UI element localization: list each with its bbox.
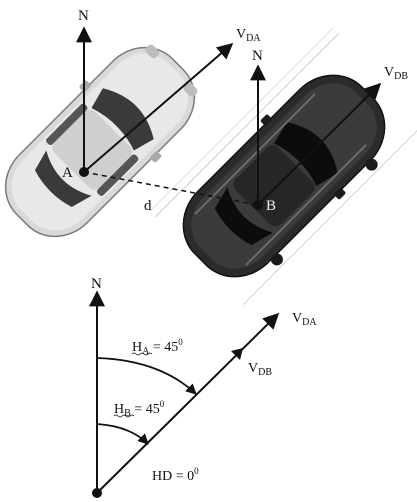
point-b-label: B xyxy=(266,198,276,214)
car-a xyxy=(4,44,198,238)
heading-arc-b xyxy=(96,423,149,445)
hd-label: HD = 00 xyxy=(152,466,199,484)
bottom-origin-dot xyxy=(92,488,102,498)
distance-label: d xyxy=(144,198,152,214)
bottom-velocity-b-arrowhead xyxy=(231,348,243,360)
heading-b-label: HB = 450 xyxy=(114,399,165,419)
heading-arc-a xyxy=(96,357,197,395)
bottom-velocity-a-label: VDA xyxy=(292,311,317,328)
velocity-arrow-b xyxy=(257,82,382,206)
heading-a-label: HA = 450 xyxy=(132,337,183,357)
point-a-dot xyxy=(79,167,89,177)
car-b xyxy=(149,27,417,306)
bottom-north-label: N xyxy=(91,276,102,292)
velocity-arrow-a xyxy=(83,42,234,173)
point-b-dot xyxy=(253,200,263,210)
bottom-velocity-b-label: VDB xyxy=(248,361,272,378)
distance-line xyxy=(83,171,259,206)
point-a-label: A xyxy=(62,165,73,181)
bottom-velocity-line xyxy=(96,312,280,494)
north-label-b: N xyxy=(252,48,263,64)
velocity-label-b: VDB xyxy=(384,65,408,82)
velocity-label-a: VDA xyxy=(236,27,261,44)
north-label-a: N xyxy=(78,8,89,24)
